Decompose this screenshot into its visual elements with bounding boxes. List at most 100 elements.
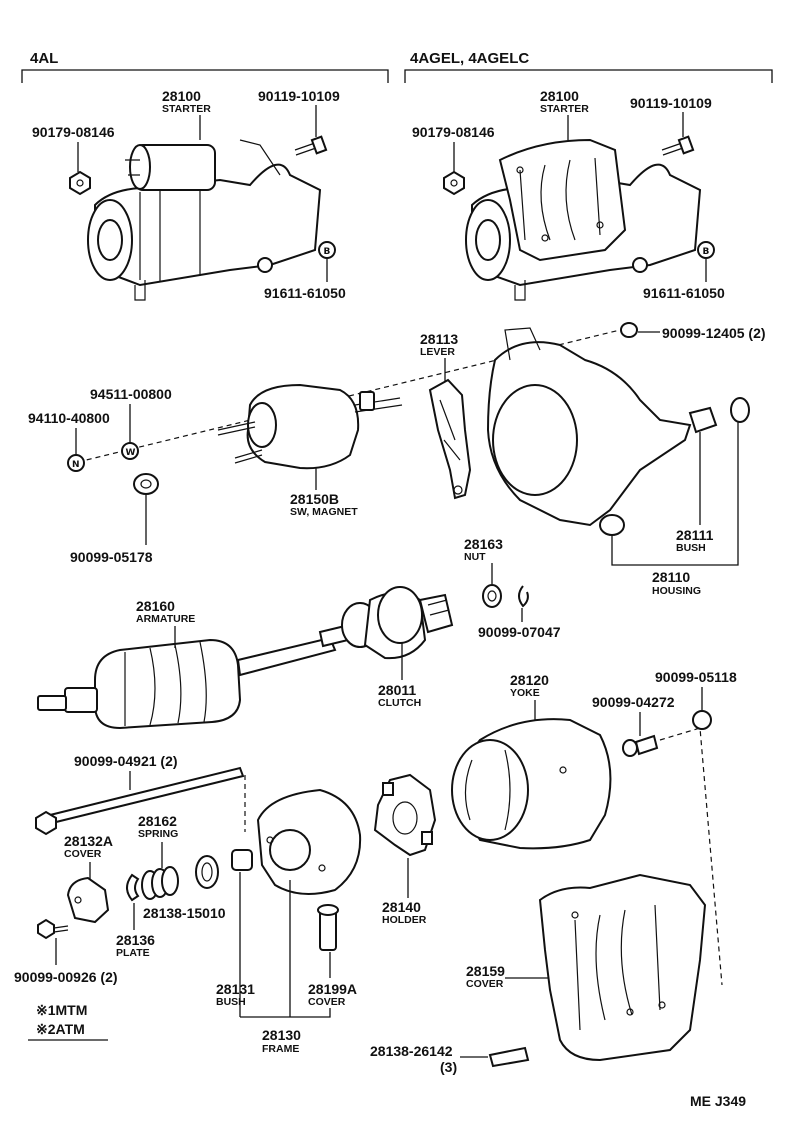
bolt-right-drawing (661, 135, 695, 156)
b-right-symbol-text: B (703, 247, 710, 257)
holder-drawing (373, 773, 437, 857)
grommet-number: 90099-04272 (592, 694, 675, 710)
nut-n-number: 94110-40800 (28, 410, 110, 426)
note-1: ※1MTM (36, 1002, 87, 1018)
cover-big-name: COVER (466, 978, 504, 990)
bush-housing-drawing (688, 397, 750, 434)
bush-frame-number: 28131 (216, 981, 255, 997)
n-symbol-text: N (72, 460, 80, 470)
bush-housing-name: BUSH (676, 542, 706, 554)
cover-frame-name: COVER (308, 996, 346, 1008)
nut-right-number: 90179-08146 (412, 124, 495, 140)
armature-drawing (37, 624, 350, 730)
plate-drawing (126, 873, 140, 902)
bolt-left-number: 90119-10109 (258, 88, 340, 104)
yoke-number: 28120 (510, 672, 549, 688)
spring-drawing (141, 866, 179, 900)
cover-big-number: 28159 (466, 963, 505, 979)
nut-left-drawing (69, 170, 91, 196)
holder-name: HOLDER (382, 914, 427, 926)
nut-clutch-number: 28163 (464, 536, 503, 552)
yoke-name: YOKE (510, 687, 540, 699)
starter-left-name: STARTER (162, 103, 211, 115)
header-right: 4AGEL, 4AGELC (404, 50, 773, 83)
cover-end-number: 28132A (64, 833, 113, 849)
cover-end-drawing (66, 876, 110, 924)
w-symbol-text: W (126, 448, 136, 458)
clip-qty: (3) (440, 1059, 457, 1075)
housing-number: 28110 (652, 569, 690, 585)
bush-frame-drawing (231, 849, 253, 871)
starter-right-number: 28100 (540, 88, 579, 104)
n-symbol-drawing: N (67, 454, 85, 472)
snap-ring-drawing (518, 585, 529, 608)
plug-yoke-drawing (692, 710, 712, 730)
housing-drawing (486, 327, 692, 536)
grommet-drawing (622, 734, 659, 757)
boot-drawing (133, 473, 159, 495)
plug-top-drawing (620, 322, 638, 338)
nut-clutch-name: NUT (464, 551, 486, 563)
nut-right-drawing (443, 170, 465, 196)
through-bolt-number: 90099-04921 (2) (74, 753, 178, 769)
nut-clutch-drawing (482, 584, 502, 608)
cover-frame-drawing (317, 904, 339, 951)
nut-left-number: 90179-08146 (32, 124, 115, 140)
washer-number: 94511-00800 (90, 386, 172, 402)
lever-drawing (428, 378, 472, 500)
spring-name: SPRING (138, 828, 178, 840)
bolt-right-number: 90119-10109 (630, 95, 712, 111)
bush-housing-number: 28111 (676, 527, 714, 543)
bush-frame-name: BUSH (216, 996, 246, 1008)
frame-drawing (256, 788, 362, 895)
plate-number: 28136 (116, 932, 155, 948)
starter-left-number: 28100 (162, 88, 201, 104)
b-right-number: 91611-61050 (643, 285, 725, 301)
yoke-drawing (451, 718, 612, 850)
clutch-number: 28011 (378, 682, 416, 698)
lock-plate-number: 28138-15010 (143, 905, 226, 921)
plug-top-number: 90099-12405 (2) (662, 325, 766, 341)
frame-name: FRAME (262, 1043, 299, 1055)
assembly-axis-yoke (659, 727, 723, 986)
snap-ring-number: 90099-07047 (478, 624, 561, 640)
clutch-name: CLUTCH (378, 697, 421, 709)
header-left: 4AL (21, 50, 389, 83)
assembly-axis-upper (77, 329, 621, 463)
magnet-switch-drawing (217, 383, 403, 470)
cover-frame-number: 28199A (308, 981, 357, 997)
boot-number: 90099-05178 (70, 549, 153, 565)
cover-end-name: COVER (64, 848, 102, 860)
clip-number: 28138-26142 (370, 1043, 453, 1059)
through-bolt-drawing (35, 766, 245, 836)
screw-number: 90099-00926 (2) (14, 969, 118, 985)
starter-right-drawing (465, 138, 702, 301)
lever-number: 28113 (420, 331, 458, 347)
bolt-left-drawing (294, 135, 328, 156)
lever-name: LEVER (420, 346, 455, 358)
w-symbol-drawing: W (121, 442, 139, 460)
spring-number: 28162 (138, 813, 177, 829)
screw-drawing (37, 918, 69, 940)
clutch-drawing (341, 586, 454, 660)
header-left-label: 4AL (30, 50, 58, 67)
b-left-number: 91611-61050 (264, 285, 346, 301)
holder-number: 28140 (382, 899, 421, 915)
clip-drawing (488, 1046, 530, 1068)
magnet-sw-number: 28150B (290, 491, 339, 507)
armature-number: 28160 (136, 598, 175, 614)
plate-name: PLATE (116, 947, 150, 959)
cover-big-drawing (538, 873, 707, 1062)
header-right-label: 4AGEL, 4AGELC (410, 50, 529, 67)
starter-right-name: STARTER (540, 103, 589, 115)
armature-name: ARMATURE (136, 613, 195, 625)
frame-number: 28130 (262, 1027, 301, 1043)
diagram-code: ME J349 (690, 1093, 746, 1109)
b-left-symbol-text: B (324, 247, 331, 257)
note-2: ※2ATM (36, 1021, 85, 1037)
magnet-sw-name: SW, MAGNET (290, 506, 358, 518)
plug-yoke-number: 90099-05118 (655, 669, 737, 685)
housing-name: HOUSING (652, 585, 701, 597)
lock-plate-drawing (195, 855, 219, 889)
